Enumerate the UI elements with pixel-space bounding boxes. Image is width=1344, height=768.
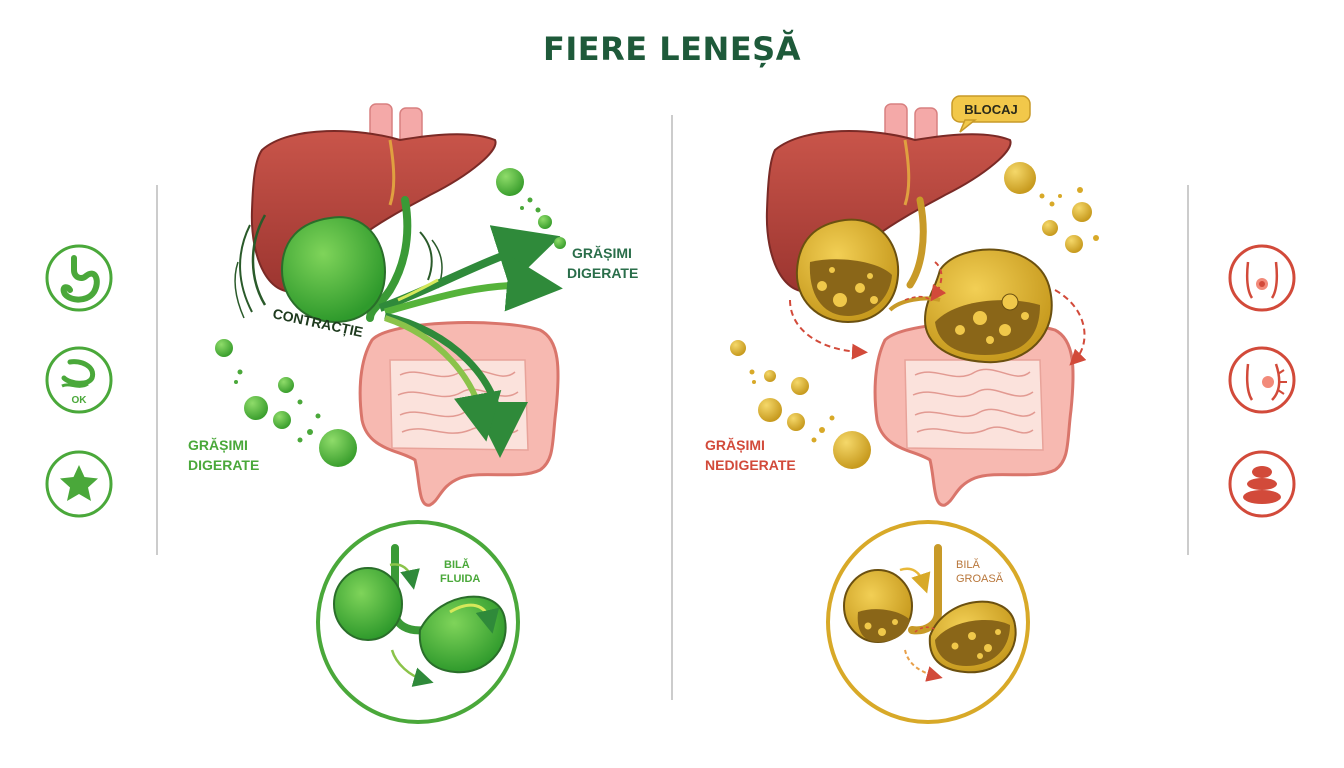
healthy-bile-inset: BILĂ FLUIDA: [316, 520, 520, 724]
fats-digested-right-line2: DIGERATE: [567, 265, 638, 281]
fats-digested-left-line2: DIGERATE: [188, 457, 259, 473]
blockage-label: BLOCAJ: [964, 102, 1017, 117]
digestion-ok-icon: OK: [45, 346, 113, 414]
star-icon: [45, 450, 113, 518]
bile-thick-line1: BILĂ: [956, 558, 981, 571]
bile-fluid-line1: BILĂ: [444, 558, 470, 571]
fats-digested-left-line1: GRĂȘIMI: [188, 437, 248, 453]
page-title: FIERE LENEȘĂ: [543, 30, 801, 68]
lazy-diagram: BLOCAJ GRĂȘIMI NEDIGERATE: [705, 95, 1099, 507]
fats-undigested-line2: NEDIGERATE: [705, 457, 796, 473]
gallstones-icon: [1228, 450, 1296, 518]
blockage-bubble: [951, 95, 1031, 123]
ok-badge: OK: [72, 395, 88, 406]
stomach-icon: [45, 244, 113, 312]
lazy-bile-inset: BILĂ GROASĂ: [826, 520, 1030, 724]
fats-digested-right-line1: GRĂȘIMI: [572, 245, 632, 261]
bloating-icon: [1228, 346, 1296, 414]
healthy-diagram: CONTRACȚIE GRĂȘIMI DIGERATE GRĂȘIMI DIGE…: [188, 103, 638, 507]
bile-fluid-line2: FLUIDA: [440, 573, 480, 585]
abdominal-pain-icon: [1228, 244, 1296, 312]
gallbladder: [280, 216, 387, 324]
fats-undigested-line1: GRĂȘIMI: [705, 437, 765, 453]
bile-thick-line2: GROASĂ: [956, 572, 1004, 585]
bile-duct: [366, 196, 412, 322]
